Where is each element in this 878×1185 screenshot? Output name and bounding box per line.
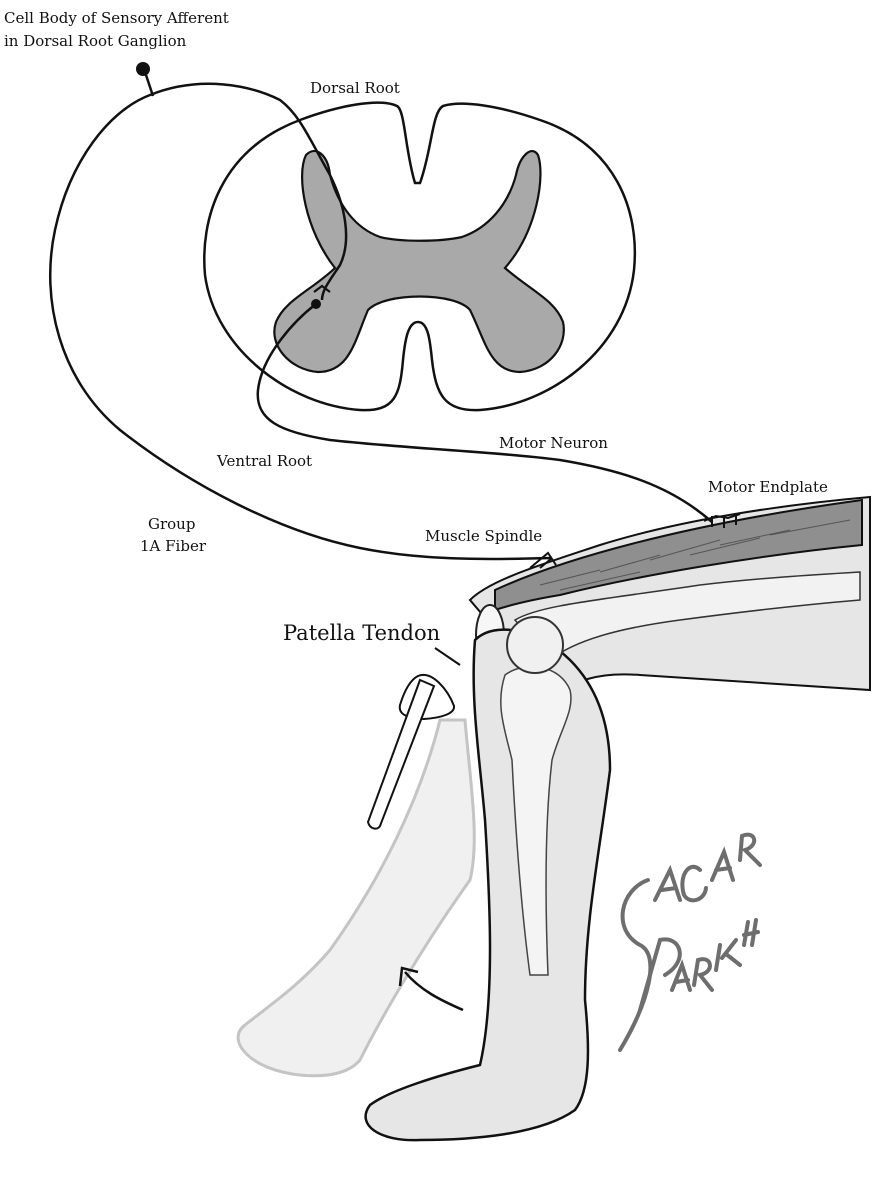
artist-signature — [620, 835, 760, 1050]
label-patella-tendon: Patella Tendon — [283, 620, 440, 646]
dorsal-root-ganglion-cell-body — [136, 62, 150, 76]
patella-tendon-pointer — [435, 648, 460, 665]
motion-arrow — [405, 972, 463, 1010]
label-ventral-root: Ventral Root — [217, 451, 312, 471]
ghost-lower-leg — [238, 720, 474, 1076]
label-cell-body-line1: Cell Body of Sensory Afferent — [4, 8, 229, 28]
label-group: Group — [148, 514, 195, 534]
label-cell-body-line2: in Dorsal Root Ganglion — [4, 31, 186, 51]
label-1a-fiber: 1A Fiber — [140, 536, 206, 556]
label-motor-endplate: Motor Endplate — [708, 477, 828, 497]
label-muscle-spindle: Muscle Spindle — [425, 526, 542, 546]
knee-condyle — [507, 617, 563, 673]
label-motor-neuron: Motor Neuron — [499, 433, 608, 453]
label-dorsal-root: Dorsal Root — [310, 78, 400, 98]
ganglion-stalk — [145, 72, 153, 96]
